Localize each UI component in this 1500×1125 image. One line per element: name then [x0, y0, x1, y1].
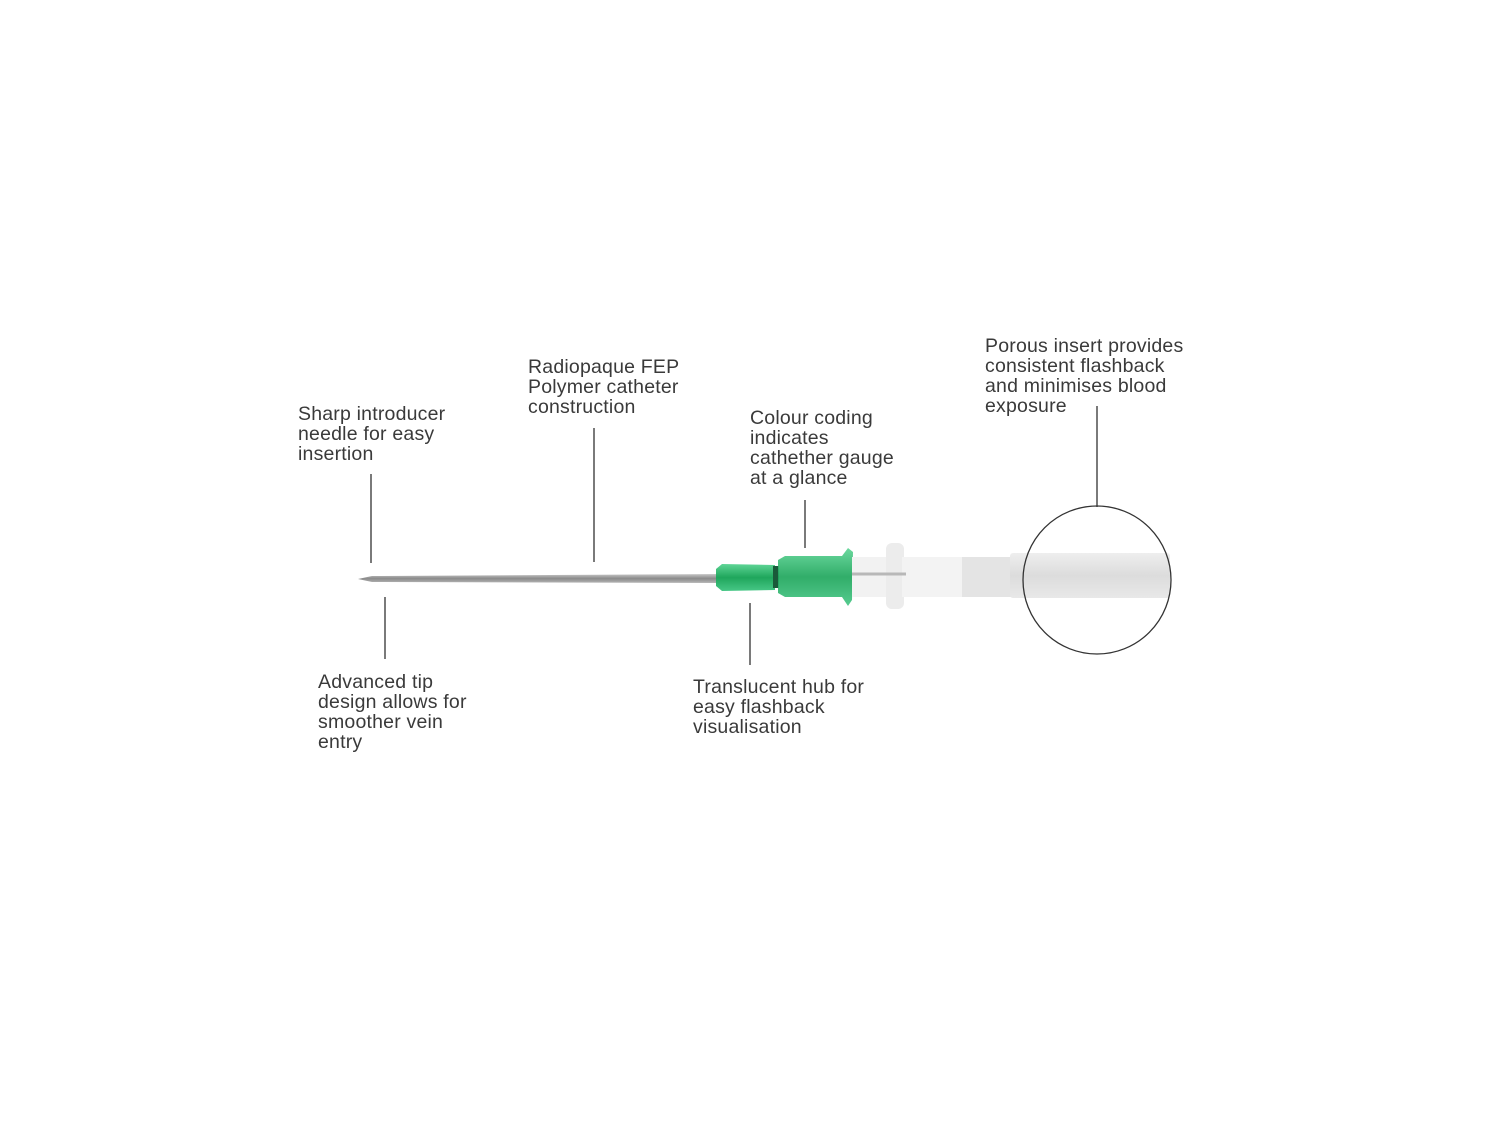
callout-text-line: entry	[318, 731, 363, 753]
callout-porous-insert: Porous insert provides consistent flashb…	[985, 336, 1183, 416]
needle-shaft	[358, 574, 720, 583]
callout-text-line: easy flashback	[693, 696, 825, 718]
callout-radiopaque: Radiopaque FEP Polymer catheter construc…	[528, 357, 679, 417]
callout-sharp-needle: Sharp introducer needle for easy inserti…	[298, 404, 445, 464]
callout-text-line: at a glance	[750, 467, 848, 489]
callout-text-line: Polymer catheter	[528, 376, 679, 398]
callout-text-line: Translucent hub for	[693, 676, 865, 698]
callout-text-line: Radiopaque FEP	[528, 356, 680, 378]
callout-text-line: cathether gauge	[750, 447, 894, 469]
callout-colour-coding: Colour coding indicates cathether gauge …	[750, 408, 894, 488]
callout-text-line: Porous insert provides	[985, 335, 1184, 357]
callout-text-line: Advanced tip	[318, 671, 434, 693]
green-hub	[716, 548, 853, 606]
callout-text-line: exposure	[985, 395, 1067, 417]
callout-text-line: consistent flashback	[985, 355, 1165, 377]
callout-text-line: needle for easy	[298, 423, 435, 445]
callout-advanced-tip: Advanced tip design allows for smoother …	[318, 672, 467, 752]
callout-text-line: Colour coding	[750, 407, 873, 429]
callout-text-line: indicates	[750, 427, 829, 449]
callout-text-line: and minimises blood	[985, 375, 1167, 397]
callout-text-line: insertion	[298, 443, 374, 465]
callout-text-line: visualisation	[693, 716, 802, 738]
callout-text-line: design allows for	[318, 691, 467, 713]
callout-text-line: Sharp introducer	[298, 403, 446, 425]
translucent-body	[852, 543, 1170, 609]
callout-text-line: smoother vein	[318, 711, 444, 733]
porous-insert-highlight-circle	[1022, 505, 1172, 655]
callout-translucent-hub: Translucent hub for easy flashback visua…	[693, 677, 864, 737]
callout-text-line: construction	[528, 396, 636, 418]
